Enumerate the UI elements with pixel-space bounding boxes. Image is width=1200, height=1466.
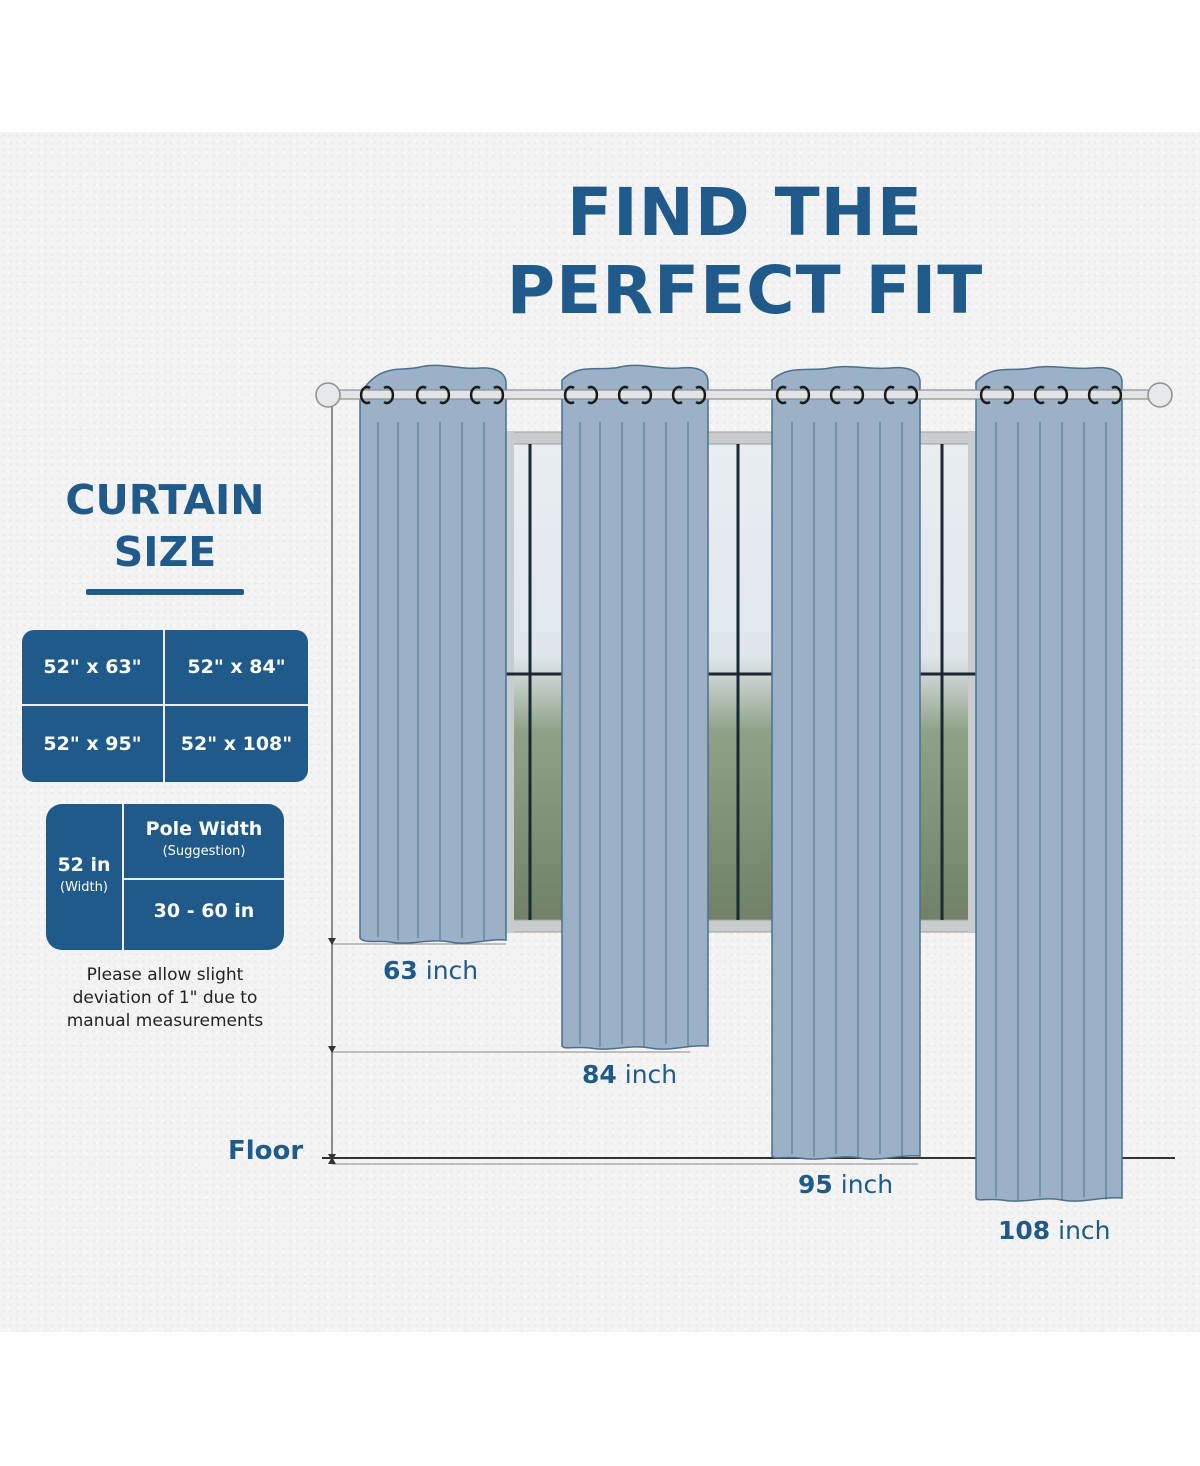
curtain-width-value: 52 in — [57, 854, 111, 876]
curtain-panel — [975, 365, 1123, 1202]
length-unit: inch — [425, 956, 479, 985]
curtain-panel — [771, 365, 921, 1160]
pole-width-box: 52 in (Width) Pole Width (Suggestion) 30… — [46, 804, 284, 950]
grommet-rings — [359, 385, 1123, 405]
heading-line-1: CURTAIN — [65, 476, 265, 524]
pole-width-subtitle: (Suggestion) — [162, 844, 246, 859]
curtain-2 — [561, 364, 709, 1050]
curtain-3 — [771, 365, 921, 1160]
curtain-rod — [315, 382, 1173, 408]
length-label-84: 84 inch — [582, 1060, 677, 1089]
curtain-4 — [975, 365, 1123, 1202]
measurement-note: Please allow slight deviation of 1" due … — [30, 964, 300, 1033]
size-grid: 52" x 63" 52" x 84" 52" x 95" 52" x 108" — [22, 630, 308, 782]
arrow-63 — [328, 938, 336, 945]
length-value: 84 — [582, 1060, 617, 1089]
length-value: 95 — [798, 1170, 833, 1199]
pole-width-header: Pole Width (Suggestion) — [124, 804, 284, 880]
note-line-1: Please allow slight — [86, 965, 244, 985]
curtain-panel — [359, 364, 507, 944]
curtain-scene — [315, 364, 1175, 1202]
curtain-panel — [561, 364, 709, 1050]
size-option-108: 52" x 108" — [180, 733, 293, 755]
size-option-84: 52" x 84" — [165, 630, 308, 706]
heading-line-2: SIZE — [113, 528, 217, 576]
pole-width-range: 30 - 60 in — [153, 900, 255, 922]
heading-underline — [86, 589, 244, 595]
pole-width-title: Pole Width — [145, 818, 263, 840]
title-line-2: PERFECT FIT — [506, 252, 984, 329]
size-option-95: 52" x 95" — [22, 706, 165, 782]
curtain-1 — [359, 364, 507, 944]
rod-finial-right — [1147, 382, 1173, 408]
curtain-width-cell: 52 in (Width) — [46, 804, 124, 950]
length-label-108: 108 inch — [998, 1216, 1111, 1245]
length-label-63: 63 inch — [383, 956, 478, 985]
curtain-width-note: (Width) — [60, 880, 108, 895]
rod-bar — [335, 389, 1163, 400]
length-value: 108 — [998, 1216, 1051, 1245]
window-frame-right — [968, 432, 976, 932]
length-value: 63 — [383, 956, 418, 985]
infographic-canvas: FIND THE PERFECT FIT CURTAIN SIZE 52" x … — [0, 132, 1200, 1332]
size-option-63: 52" x 63" — [22, 630, 165, 706]
arrow-84 — [328, 1046, 336, 1053]
floor-label: Floor — [228, 1136, 304, 1166]
note-line-3: manual measurements — [66, 1011, 264, 1031]
length-unit: inch — [624, 1060, 678, 1089]
page-title: FIND THE PERFECT FIT — [480, 174, 1010, 330]
note-line-2: deviation of 1" due to — [72, 988, 258, 1008]
length-label-95: 95 inch — [798, 1170, 893, 1199]
length-unit: inch — [1058, 1216, 1111, 1245]
arrow-floor-up — [328, 1157, 336, 1164]
length-unit: inch — [840, 1170, 894, 1199]
rod-finial-left — [315, 382, 341, 408]
window-frame-left — [506, 432, 514, 932]
curtain-size-heading: CURTAIN SIZE — [40, 474, 290, 578]
title-line-1: FIND THE — [567, 174, 923, 251]
